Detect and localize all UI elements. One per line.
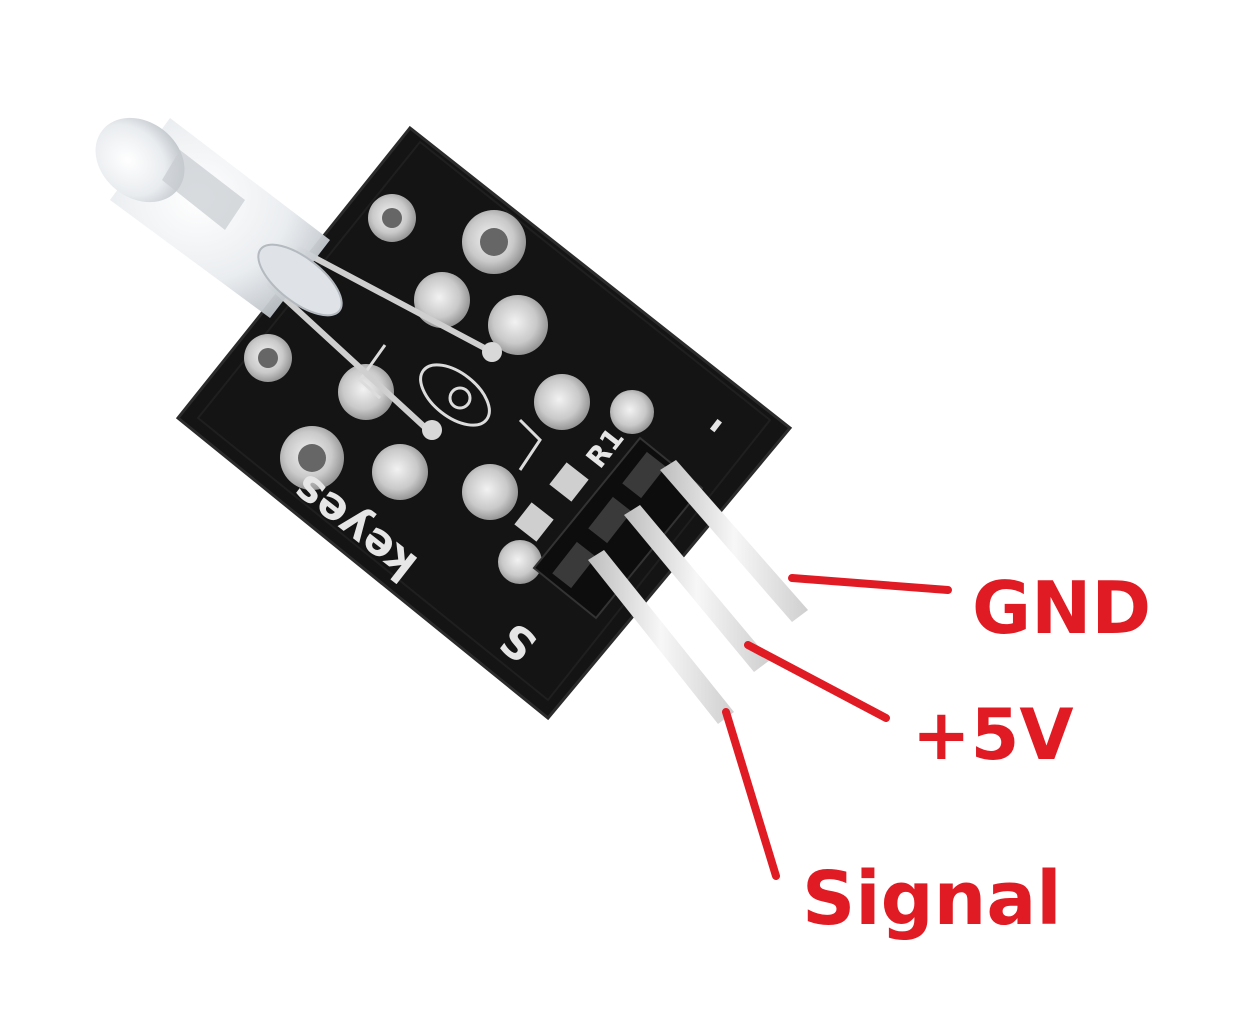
silkscreen [358, 344, 542, 471]
vcc-leader-line [744, 641, 890, 722]
gnd-leader-line [788, 574, 952, 594]
ir-led [95, 117, 343, 318]
pcb-pads [244, 194, 654, 584]
signal-leader-line [722, 708, 780, 880]
vcc-label: +5V [912, 694, 1074, 776]
gnd-label: GND [972, 566, 1152, 650]
header-pins [588, 460, 808, 724]
annotation-lines [722, 574, 952, 880]
pcb-highlight [196, 140, 772, 702]
signal-label: Signal [802, 856, 1062, 942]
led-leads [267, 247, 495, 435]
